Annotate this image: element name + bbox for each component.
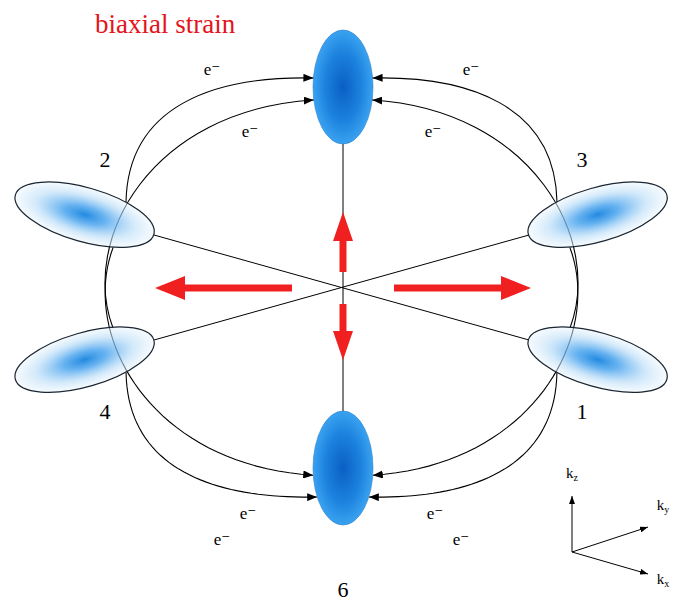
valley-ellipse-outline (8, 314, 161, 406)
axis-arrow (572, 496, 573, 552)
electron-transfer-arrow (126, 78, 313, 202)
electron-transfer-arrow (369, 373, 557, 498)
strain-arrow (340, 238, 347, 272)
valley-axis-line (343, 144, 344, 411)
valley-ellipse-outline (521, 314, 674, 406)
ellipse-shape (310, 408, 376, 528)
valley-ellipse-outline (8, 169, 161, 261)
valley-ellipse: 2 (12, 179, 157, 250)
valley-number: 1 (576, 400, 587, 424)
axis-label: ky (657, 497, 670, 515)
ellipse-shape (12, 179, 157, 250)
axis-arrow (572, 552, 648, 574)
electron-label: e⁻ (214, 531, 231, 550)
ellipse-shape (525, 324, 670, 395)
electron-label: e⁻ (463, 61, 480, 80)
valley-ellipse-outline (521, 169, 674, 261)
strain-arrowhead (333, 331, 353, 360)
valley-ellipse-outline (313, 411, 373, 525)
valley-number: 6 (338, 578, 349, 602)
strain-arrow (340, 304, 347, 334)
ellipse-shape (12, 324, 157, 395)
electron-label: e⁻ (427, 505, 444, 524)
ellipse-shape (525, 179, 670, 250)
strain-arrow (183, 285, 292, 292)
valley-axis-line (154, 235, 529, 340)
strain-arrowhead (501, 276, 531, 300)
valley-ellipse: 6 (310, 408, 376, 528)
strain-arrow (394, 285, 503, 292)
valley-ellipse (313, 30, 373, 144)
electron-label: e⁻ (425, 123, 442, 142)
electron-label: e⁻ (242, 123, 259, 142)
valley-number: 2 (99, 148, 110, 172)
axis-label: kx (657, 571, 670, 589)
valley-ellipse: 3 (525, 179, 670, 250)
valley-ellipse: 1 (525, 324, 670, 395)
electron-label: e⁻ (453, 531, 470, 550)
figure-title: biaxial strain (95, 8, 235, 40)
strain-arrowhead (333, 212, 353, 241)
electron-transfer-arrow (373, 78, 557, 202)
valley-ellipse: 4 (12, 324, 157, 395)
valley-number: 3 (576, 148, 587, 172)
electron-label: e⁻ (240, 505, 257, 524)
axis-label: kz (566, 465, 578, 483)
electron-transfer-arrow (126, 373, 317, 498)
electron-label: e⁻ (204, 61, 221, 80)
valley-number: 4 (99, 400, 110, 424)
axis-arrow (572, 527, 648, 552)
strain-arrowhead (155, 276, 185, 300)
valley-axis-line (154, 235, 529, 340)
